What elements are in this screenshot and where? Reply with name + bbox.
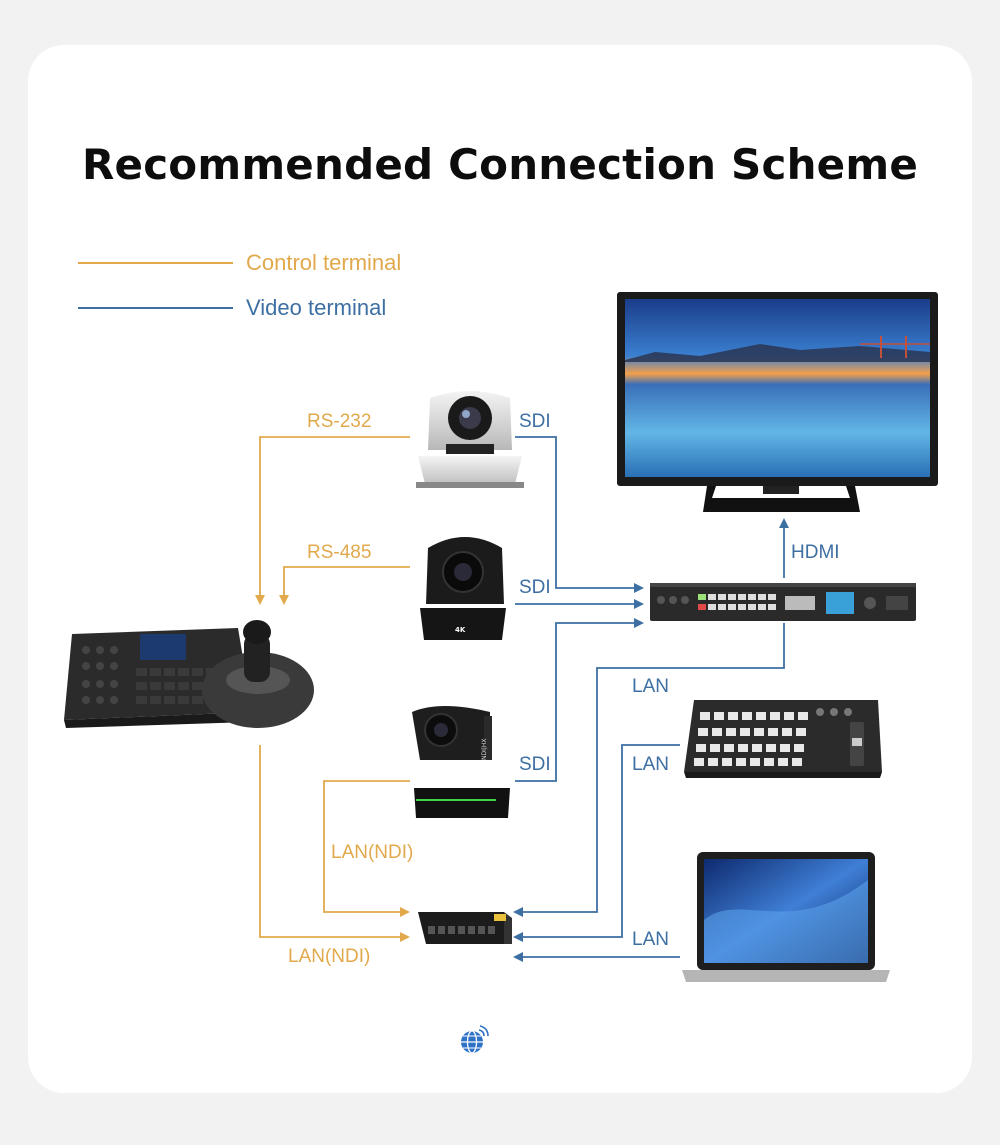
lan-label-2: LAN: [632, 754, 669, 775]
lan-ndi-controller-line: [259, 745, 410, 942]
legend-video-line: [78, 307, 233, 309]
video-switcher: [650, 583, 916, 621]
sdi-label-3: SDI: [519, 754, 551, 775]
sdi-line-3: [515, 618, 644, 782]
lan-ndi-camera-label: LAN(NDI): [331, 842, 414, 863]
legend-control-line: [78, 262, 233, 264]
camera-3: NDI|HX: [412, 706, 510, 818]
page-title: Recommended Connection Scheme: [81, 140, 919, 189]
rs485-label: RS-485: [307, 542, 372, 563]
lan-mixer-line: [513, 744, 680, 942]
camera-3-brand: NDI|HX: [481, 738, 488, 760]
rs485-line: [279, 566, 410, 605]
network-switch: [418, 912, 512, 944]
video-lines: [513, 436, 789, 962]
rs232-line: [255, 436, 410, 605]
ptz-controller: [64, 620, 314, 728]
monitor: [617, 292, 938, 512]
sdi-line-1: [515, 436, 644, 593]
rs232-label: RS-232: [307, 411, 372, 432]
laptop: [682, 852, 890, 982]
video-mixer: [684, 700, 882, 778]
control-lines: [255, 436, 410, 942]
sdi-label-2: SDI: [519, 577, 551, 598]
lan-switcher-line: [513, 623, 785, 917]
sdi-label-1: SDI: [519, 411, 551, 432]
camera-1: [416, 391, 524, 488]
legend-video-label: Video terminal: [246, 295, 387, 320]
legend-control-label: Control terminal: [246, 250, 402, 275]
lan-label-1: LAN: [632, 676, 669, 697]
camera-2: 4K: [420, 537, 506, 640]
globe-icon: [461, 1025, 489, 1054]
hdmi-label: HDMI: [791, 542, 840, 563]
camera-2-badge: 4K: [455, 626, 466, 634]
lan-ndi-camera-line: [323, 780, 410, 917]
lan-label-3: LAN: [632, 929, 669, 950]
lan-ndi-controller-label: LAN(NDI): [288, 946, 371, 967]
